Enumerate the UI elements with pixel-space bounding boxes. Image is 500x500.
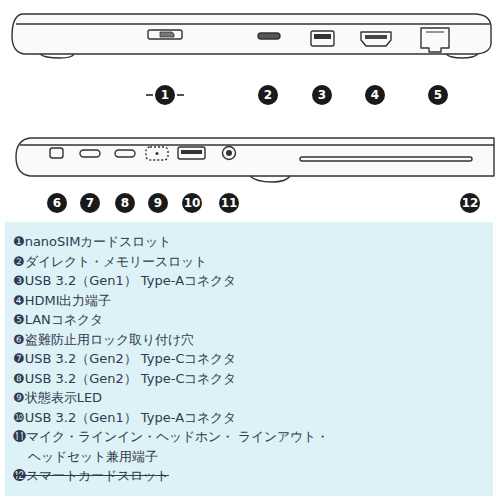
usb-a-port	[178, 147, 205, 159]
callout-label: 11	[221, 196, 238, 210]
callout-number: 4	[365, 85, 385, 105]
callout-label: 4	[371, 88, 379, 102]
laptop-body	[16, 138, 494, 176]
foot	[250, 176, 290, 182]
callout-number: 12	[460, 193, 480, 213]
callout-number: 5	[428, 85, 448, 105]
callout-label: 5	[434, 88, 442, 102]
part-name: ❾状態表示LED	[13, 388, 358, 408]
callout-label: 2	[264, 88, 272, 102]
callout-label: 12	[462, 196, 479, 210]
callout-number: 2	[258, 85, 278, 105]
callout-number: 1	[155, 85, 175, 105]
usb-a-tongue	[181, 150, 202, 154]
part-name: ❺LANコネクタ	[13, 310, 358, 330]
foot	[40, 54, 74, 58]
lid-seam	[16, 23, 490, 24]
callout-label: 8	[121, 196, 129, 210]
audio-jack	[223, 147, 236, 160]
usb-c-port	[80, 150, 100, 157]
callout-number: 6	[47, 193, 67, 213]
callout-label: 7	[86, 196, 94, 210]
usb-a-port	[311, 31, 334, 46]
part-name: ❶nanoSIMカードスロット	[13, 232, 358, 252]
sim-slot	[148, 30, 182, 39]
laptop-body	[12, 14, 491, 54]
part-name: ❹HDMI出力端子	[13, 291, 358, 311]
led	[156, 152, 159, 155]
part-name: ❷ダイレクト・メモリースロット	[13, 252, 358, 272]
lan-port	[421, 28, 449, 52]
part-name: ❻盗難防止用ロック取り付け穴	[13, 330, 358, 350]
callout-label: 10	[184, 196, 201, 210]
callout-number: 8	[115, 193, 135, 213]
part-name: ❿USB 3.2（Gen1） Type-Aコネクタ	[13, 408, 358, 428]
legend-list-panel: ❶nanoSIMカードスロット❷ダイレクト・メモリースロット❸USB 3.2（G…	[5, 222, 493, 496]
hdmi-pins	[365, 35, 387, 39]
lock-slot	[50, 148, 63, 158]
led-marker	[146, 147, 168, 160]
part-name: ⓬スマートカードスロット	[13, 466, 358, 486]
smart-card-slot	[300, 157, 472, 161]
usb-c-port	[115, 150, 135, 157]
part-name: ❸USB 3.2（Gen1） Type-Aコネクタ	[13, 271, 358, 291]
part-name: ⓫マイク・ラインイン・ヘッドホン・ ラインアウト・ヘッドセット兼用端子	[13, 427, 358, 466]
hdmi-port	[361, 32, 391, 46]
lan-pins	[426, 32, 444, 33]
usb-a-tongue	[314, 34, 331, 39]
callout-label: 6	[53, 196, 61, 210]
callout-number: 7	[80, 193, 100, 213]
part-name: ❽USB 3.2（Gen2） Type-Cコネクタ	[13, 369, 358, 389]
memory-slot	[258, 33, 280, 39]
callout-number: 10	[182, 193, 202, 213]
part-name: ❼USB 3.2（Gen2） Type-Cコネクタ	[13, 349, 358, 369]
audio-jack-hole	[226, 150, 232, 156]
callout-number: 11	[219, 193, 239, 213]
callout-number: 9	[148, 193, 168, 213]
callout-label: 9	[154, 196, 162, 210]
sim-tray	[160, 32, 174, 37]
lid-seam	[20, 144, 494, 145]
callout-label: 1	[161, 88, 169, 102]
foot	[446, 54, 478, 58]
callout-number: 3	[312, 85, 332, 105]
callout-label: 3	[318, 88, 326, 102]
